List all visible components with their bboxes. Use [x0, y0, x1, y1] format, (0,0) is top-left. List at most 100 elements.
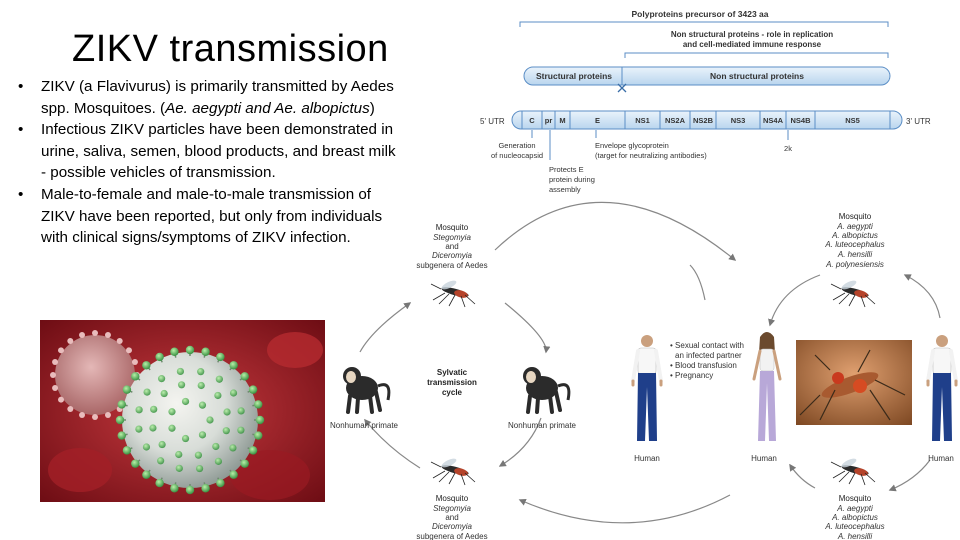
virus-particle-small [50, 330, 140, 420]
mosquito-left-bottom-line: subgenera of Aedes [416, 532, 487, 540]
cycle-arrow [359, 302, 412, 353]
segment-label-ns4b: NS4B [790, 116, 811, 125]
route-sexual-line2: an infected partner [675, 351, 742, 360]
bullet-item-1: • ZIKV (a Flavivurus) is primarily trans… [18, 76, 400, 119]
segment-label-e: E [595, 116, 600, 125]
bullet-text-2: Infectious ZIKV particles have been demo… [41, 121, 396, 182]
human-figure-icon [926, 335, 958, 441]
mosquito-icon [830, 458, 876, 486]
mosquito-left-top-line: subgenera of Aedes [416, 261, 487, 270]
human-label: Human [928, 454, 954, 463]
bullet-item-2: • Infectious ZIKV particles have been de… [18, 119, 400, 184]
mosquito-right-bottom-line: A. luteocephalus [824, 522, 884, 531]
bullet-item-3: • Male-to-female and male-to-male transm… [18, 184, 400, 249]
mosquito-right-top-line: A. polynesiensis [825, 260, 884, 269]
mosquito-left-bottom-line: Stegomyia [433, 504, 471, 513]
sylvatic-line3: cycle [442, 388, 463, 397]
cycle-arrow [768, 274, 821, 327]
bullet-text-1a: ZIKV (a Flavivurus) is primarily transmi… [41, 78, 394, 117]
bullet-dot: • [18, 185, 24, 203]
mosquito-icon [830, 280, 876, 308]
route-blood: • Blood transfusion [670, 361, 737, 370]
segment-label-ns4a: NS4A [763, 116, 784, 125]
mosquito-icon [430, 458, 476, 486]
mosquito-left-bottom-title: Mosquito [436, 494, 469, 503]
mosquito-right-top-title: Mosquito [839, 212, 872, 221]
cycle-arrow [504, 302, 551, 354]
note-e-line1: Envelope glycoprotein [595, 141, 669, 150]
mosquito-left-top-line: Diceromyia [432, 251, 473, 260]
note-e-line2: (target for neutralizing antibodies) [595, 151, 707, 160]
route-sexual-line1: • Sexual contact with [670, 341, 744, 350]
mosquito-left-bottom-line: Diceromyia [432, 522, 473, 531]
human-label: Human [751, 454, 777, 463]
cycle-arrow [789, 463, 816, 489]
note-c-line1: Generation [498, 141, 535, 150]
page-title: ZIKV transmission [72, 28, 389, 70]
mosquito-photo [796, 340, 912, 425]
mosquito-left-bottom-line: and [445, 513, 458, 522]
nonstructural-bar-label: Non structural proteins [710, 71, 804, 81]
mosquito-left-top-line: and [445, 242, 458, 251]
utr5-label: 5' UTR [480, 117, 505, 126]
note-c-line2: of nucleocapsid [491, 151, 543, 160]
segment-label-ns2b: NS2B [693, 116, 714, 125]
cycle-arrow [494, 201, 737, 261]
genome-bar [511, 110, 903, 130]
nonhuman-primate-right-label: Nonhuman primate [508, 421, 577, 430]
virus-illustration [40, 320, 325, 502]
mosquito-right-bottom-line: A. albopictus [831, 513, 878, 522]
bullet-text-1c: ) [369, 99, 375, 117]
human-figure-icon [752, 332, 782, 441]
precursor-bracket [519, 21, 889, 27]
cycle-arrow [689, 264, 706, 301]
bullet-text-3: Male-to-female and male-to-male transmis… [41, 185, 383, 247]
note-pr-line1: Protects E [549, 165, 584, 174]
precursor-label: Polyproteins precursor of 3423 aa [632, 9, 769, 19]
sylvatic-line1: Sylvatic [437, 368, 468, 377]
monkey-icon [343, 367, 391, 414]
segment-label-c: C [529, 116, 535, 125]
bullet-dot: • [18, 78, 24, 95]
segment-label-m: M [559, 116, 565, 125]
mosquito-right-top-line: A. albopictus [831, 231, 878, 240]
bullet-dot: • [18, 121, 24, 139]
mosquito-left-top-line: Stegomyia [433, 233, 471, 242]
segment-label-ns3: NS3 [731, 116, 746, 125]
transmission-cycle: Mosquito Stegomyia and Diceromyia subgen… [330, 201, 958, 540]
nonhuman-primate-left-label: Nonhuman primate [330, 421, 399, 430]
bullet-text-1b: Ae. aegypti and Ae. albopictus [165, 99, 370, 117]
segment-label-ns1: NS1 [635, 116, 650, 125]
cleavage-mark-icon [617, 83, 627, 93]
sylvatic-line2: transmission [427, 378, 477, 387]
cycle-arrow [888, 459, 931, 492]
segment-label-pr: pr [545, 116, 553, 125]
human-figure-icon [631, 335, 663, 441]
cycle-arrow [903, 274, 941, 319]
segment-label-ns5: NS5 [845, 116, 860, 125]
cycle-arrow [498, 417, 542, 467]
structural-bar-label: Structural proteins [536, 71, 612, 81]
virus-particle-large [115, 345, 265, 495]
bullet-list: • ZIKV (a Flavivurus) is primarily trans… [18, 76, 400, 249]
route-pregnancy: • Pregnancy [670, 371, 713, 380]
note-pr-line3: assembly [549, 185, 581, 194]
genome-diagram: Polyproteins precursor of 3423 aa Non st… [480, 9, 931, 194]
segment-label-ns2a: NS2A [665, 116, 686, 125]
nonstructural-role-line2: and cell-mediated immune response [683, 40, 822, 49]
mosquito-right-bottom-line: A. hensilli [837, 532, 872, 540]
nonstructural-role-line1: Non structural proteins - role in replic… [671, 30, 833, 39]
mosquito-icon [430, 280, 476, 308]
human-label: Human [634, 454, 660, 463]
cycle-arrow [364, 418, 421, 469]
utr3-label: 3' UTR [906, 117, 931, 126]
nonstructural-bracket [624, 52, 889, 58]
note-2k: 2k [784, 144, 792, 153]
note-pr-line2: protein during [549, 175, 595, 184]
mosquito-right-bottom-title: Mosquito [839, 494, 872, 503]
mosquito-right-bottom-line: A. aegypti [836, 504, 873, 513]
polyprotein-bar [523, 66, 891, 86]
mosquito-right-top-line: A. hensilli [837, 250, 872, 259]
